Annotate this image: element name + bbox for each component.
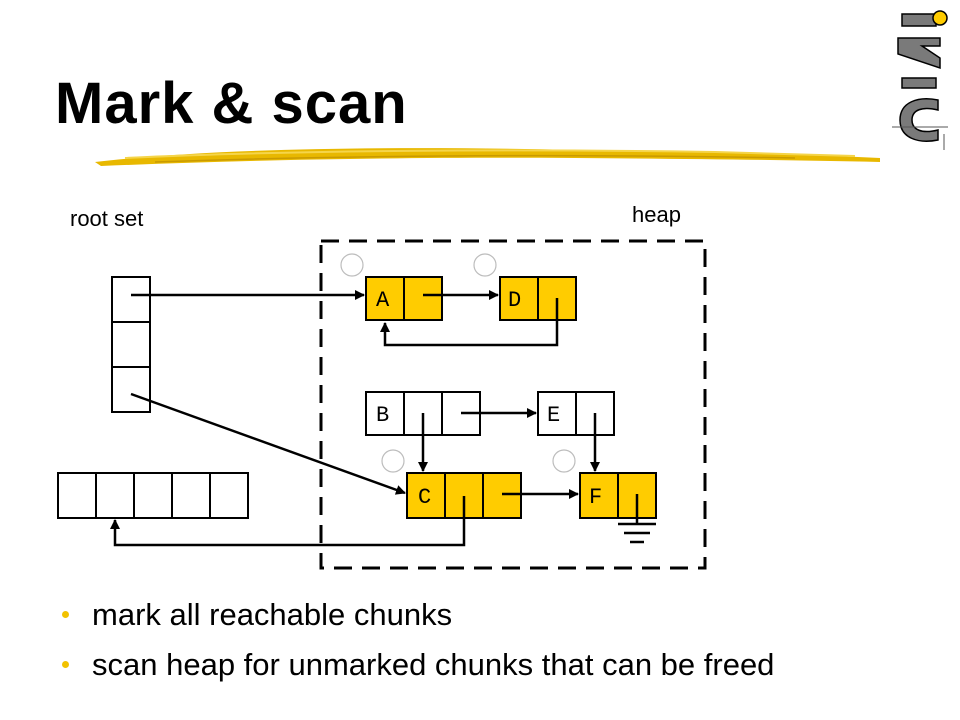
node-e-label: E xyxy=(547,403,560,428)
heap-label: heap xyxy=(632,202,681,227)
pointer-d-to-a xyxy=(380,298,559,347)
node-f-label: F xyxy=(589,485,602,510)
node-d: D xyxy=(499,276,577,321)
null-ground-icon xyxy=(618,494,656,544)
bullet-item: scan heap for unmarked chunks that can b… xyxy=(62,640,774,690)
mark-circle-d xyxy=(473,253,497,277)
node-b-label: B xyxy=(376,403,389,428)
mark-circle-a xyxy=(340,253,364,277)
pointer-root-to-c xyxy=(130,392,406,495)
root-set-label: root set xyxy=(70,206,143,231)
pointer-c-to-freelist xyxy=(110,496,466,547)
mark-circle-f xyxy=(552,449,576,473)
bullet-text: mark all reachable chunks xyxy=(92,597,453,632)
title-underline xyxy=(95,148,880,166)
slide-title: Mark & scan xyxy=(55,71,408,136)
node-c: C xyxy=(406,472,522,519)
iaic-logo xyxy=(892,10,948,150)
heap-diagram: root set heap A D B xyxy=(57,202,707,570)
bullet-item: mark all reachable chunks xyxy=(62,590,774,640)
heap-boundary xyxy=(319,239,707,570)
mark-circle-c xyxy=(381,449,405,473)
bullet-dot-icon xyxy=(62,611,69,618)
bullet-list: mark all reachable chunks scan heap for … xyxy=(62,590,774,690)
node-a: A xyxy=(365,276,443,321)
node-e: E xyxy=(537,391,615,436)
node-a-label: A xyxy=(376,288,390,313)
node-c-label: C xyxy=(418,485,431,510)
node-f: F xyxy=(579,472,657,519)
root-set-column xyxy=(111,276,151,413)
bullet-text: scan heap for unmarked chunks that can b… xyxy=(92,647,775,682)
bullet-dot-icon xyxy=(62,661,69,668)
node-d-label: D xyxy=(508,288,521,313)
free-list-row xyxy=(57,472,249,519)
